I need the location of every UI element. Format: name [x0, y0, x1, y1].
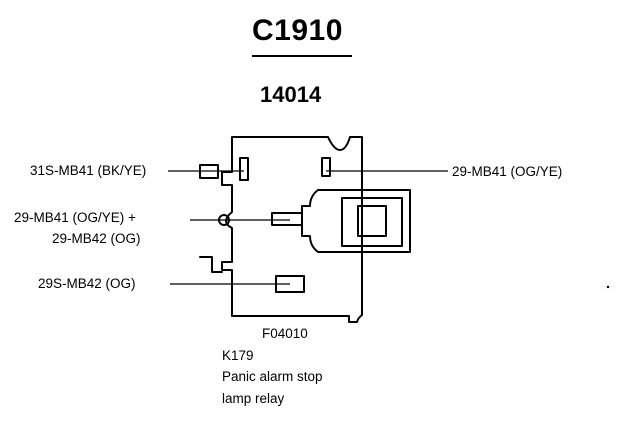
title-underline [252, 55, 352, 57]
connector-housing [221, 136, 411, 323]
connector-id-title: C1910 [252, 14, 343, 47]
component-code: K179 [222, 348, 254, 363]
pin-label-left-mid-line1: 29-MB41 (OG/YE) + [14, 210, 136, 225]
latch-window [341, 197, 403, 247]
figure-reference: F04010 [262, 326, 308, 341]
pin-label-left-top: 31S-MB41 (BK/YE) [30, 163, 147, 178]
terminal-middle [271, 212, 303, 226]
pin-label-left-bottom: 29S-MB42 (OG) [38, 276, 136, 291]
clip-top-left [199, 164, 219, 179]
connector-part-number: 14014 [260, 82, 322, 107]
clip-bottom-left [199, 256, 223, 273]
pin-label-left-mid-line2: 29-MB42 (OG) [52, 231, 141, 246]
pin-label-right-top: 29-MB41 (OG/YE) [452, 164, 563, 179]
stray-dot [606, 285, 610, 289]
latch-body [301, 189, 363, 253]
component-description-line2: lamp relay [222, 391, 285, 406]
component-description-line1: Panic alarm stop [222, 369, 323, 384]
terminal-left-top [239, 157, 249, 181]
latch-key [357, 205, 387, 237]
terminal-right-top [321, 157, 331, 177]
